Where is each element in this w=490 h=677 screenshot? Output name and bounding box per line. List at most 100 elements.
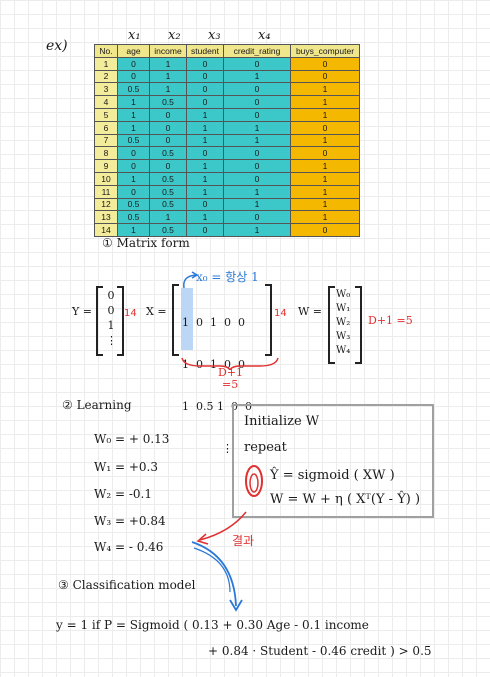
cell-credit-rating: 1 <box>223 120 291 135</box>
cell-buys-computer: 0 <box>290 120 360 135</box>
formula-line-2: + 0.84 · Student - 0.46 credit ) > 0.5 <box>208 644 432 658</box>
algo-update: W = W + η ( Xᵀ(Y - Ŷ) ) <box>270 492 421 507</box>
cell-buys-computer: 0 <box>290 69 360 84</box>
cell-no: 3 <box>94 82 118 97</box>
result-arrow-icon <box>196 511 247 545</box>
cell-age: 0 <box>117 184 150 199</box>
cell-age: 0.5 <box>117 210 150 225</box>
x-matrix-label: X = <box>146 305 167 318</box>
cell-income: 0 <box>149 107 187 122</box>
cell-credit-rating: 0 <box>223 159 291 173</box>
cell-credit-rating: 1 <box>223 197 291 212</box>
cell-age: 0 <box>117 146 150 161</box>
weight-w2: W₂ = -0.1 <box>94 487 152 501</box>
cell-income: 0 <box>149 159 187 173</box>
cell-no: 8 <box>94 146 118 161</box>
classification-arrow-icon <box>191 541 243 612</box>
x-row: 1 0 1 0 0 <box>182 358 245 371</box>
cell-credit-rating: 0 <box>223 82 291 97</box>
weight-w1: W₁ = +0.3 <box>94 460 158 474</box>
cell-buys-computer: 1 <box>290 184 360 199</box>
y-entry: 0 <box>107 289 115 302</box>
cell-buys-computer: 0 <box>290 223 360 237</box>
cell-no: 11 <box>94 184 118 199</box>
loop-icon <box>245 465 263 497</box>
x-row: 1 0.5 1 0 0 <box>182 400 252 413</box>
y-dim-label: 14 <box>124 308 137 319</box>
cell-no: 6 <box>94 120 118 135</box>
x-row: ⋮ <box>222 442 233 455</box>
x-dim-label: 14 <box>274 308 287 319</box>
cell-student: 0 <box>186 197 224 212</box>
cell-income: 1 <box>149 56 187 71</box>
cell-no: 7 <box>94 133 118 148</box>
var-label-x4: x₄ <box>258 28 271 43</box>
cell-buys-computer: 1 <box>290 171 360 186</box>
cell-credit-rating: 0 <box>223 107 291 122</box>
cell-student: 1 <box>186 133 224 148</box>
header-buys-computer: buys_computer <box>290 44 360 58</box>
cell-no: 13 <box>94 210 118 225</box>
x0-note: x₀ = 항상 1 <box>196 270 259 284</box>
cell-no: 12 <box>94 197 118 212</box>
x0-arrow-icon <box>183 271 199 289</box>
var-label-x3: x₃ <box>208 28 221 43</box>
cell-student: 0 <box>186 69 224 84</box>
y-matrix: 0 0 1 ⋮ <box>96 286 124 356</box>
cell-income: 0.5 <box>149 95 187 109</box>
header-no: No. <box>94 44 118 58</box>
cell-student: 0 <box>186 223 224 237</box>
cell-credit-rating: 1 <box>223 184 291 199</box>
x-matrix: 1 0 1 0 0 1 0 1 0 0 1 0.5 1 0 0 ⋮ <box>172 284 272 455</box>
cell-age: 1 <box>117 171 150 186</box>
cell-age: 0 <box>117 69 150 84</box>
cell-income: 0.5 <box>149 184 187 199</box>
cell-student: 0 <box>186 146 224 161</box>
example-label: ex) <box>46 38 68 54</box>
w-dim-label: D+1 =5 <box>368 314 413 327</box>
w-entry: W₁ <box>336 303 351 314</box>
y-entry: ⋮ <box>106 334 117 347</box>
cell-no: 5 <box>94 107 118 122</box>
cell-buys-computer: 1 <box>290 159 360 173</box>
column-count-note: D+1 <box>218 366 244 379</box>
cell-no: 1 <box>94 56 118 71</box>
cell-income: 1 <box>149 82 187 97</box>
cell-age: 1 <box>117 107 150 122</box>
cell-buys-computer: 0 <box>290 56 360 71</box>
cell-buys-computer: 1 <box>290 210 360 225</box>
cell-student: 1 <box>186 184 224 199</box>
cell-age: 1 <box>117 223 150 237</box>
cell-age: 0.5 <box>117 133 150 148</box>
y-entry: 0 <box>107 304 115 317</box>
x-row: 1 0 1 0 0 <box>182 316 245 329</box>
algo-init: Initialize W <box>244 414 320 429</box>
cell-no: 2 <box>94 69 118 84</box>
header-credit-rating: credit_rating <box>223 44 291 58</box>
cell-age: 1 <box>117 95 150 109</box>
section-matrix-form-title: ① Matrix form <box>102 236 190 250</box>
cell-income: 0.5 <box>149 171 187 186</box>
w-entry: W₂ <box>336 317 351 328</box>
cell-buys-computer: 1 <box>290 107 360 122</box>
cell-age: 0.5 <box>117 82 150 97</box>
formula-line-1: y = 1 if P = Sigmoid ( 0.13 + 0.30 Age -… <box>56 618 369 632</box>
cell-buys-computer: 1 <box>290 197 360 212</box>
w-entry: W₄ <box>336 345 351 356</box>
table-header-row: No. age income student credit_rating buy… <box>94 44 360 58</box>
cell-credit-rating: 0 <box>223 56 291 71</box>
cell-buys-computer: 1 <box>290 95 360 109</box>
cell-buys-computer: 1 <box>290 133 360 148</box>
section-classification-title: ③ Classification model <box>58 578 196 592</box>
cell-student: 1 <box>186 159 224 173</box>
x0-column-highlight <box>181 288 193 350</box>
weight-w0: W₀ = + 0.13 <box>94 432 170 446</box>
cell-age: 0.5 <box>117 197 150 212</box>
